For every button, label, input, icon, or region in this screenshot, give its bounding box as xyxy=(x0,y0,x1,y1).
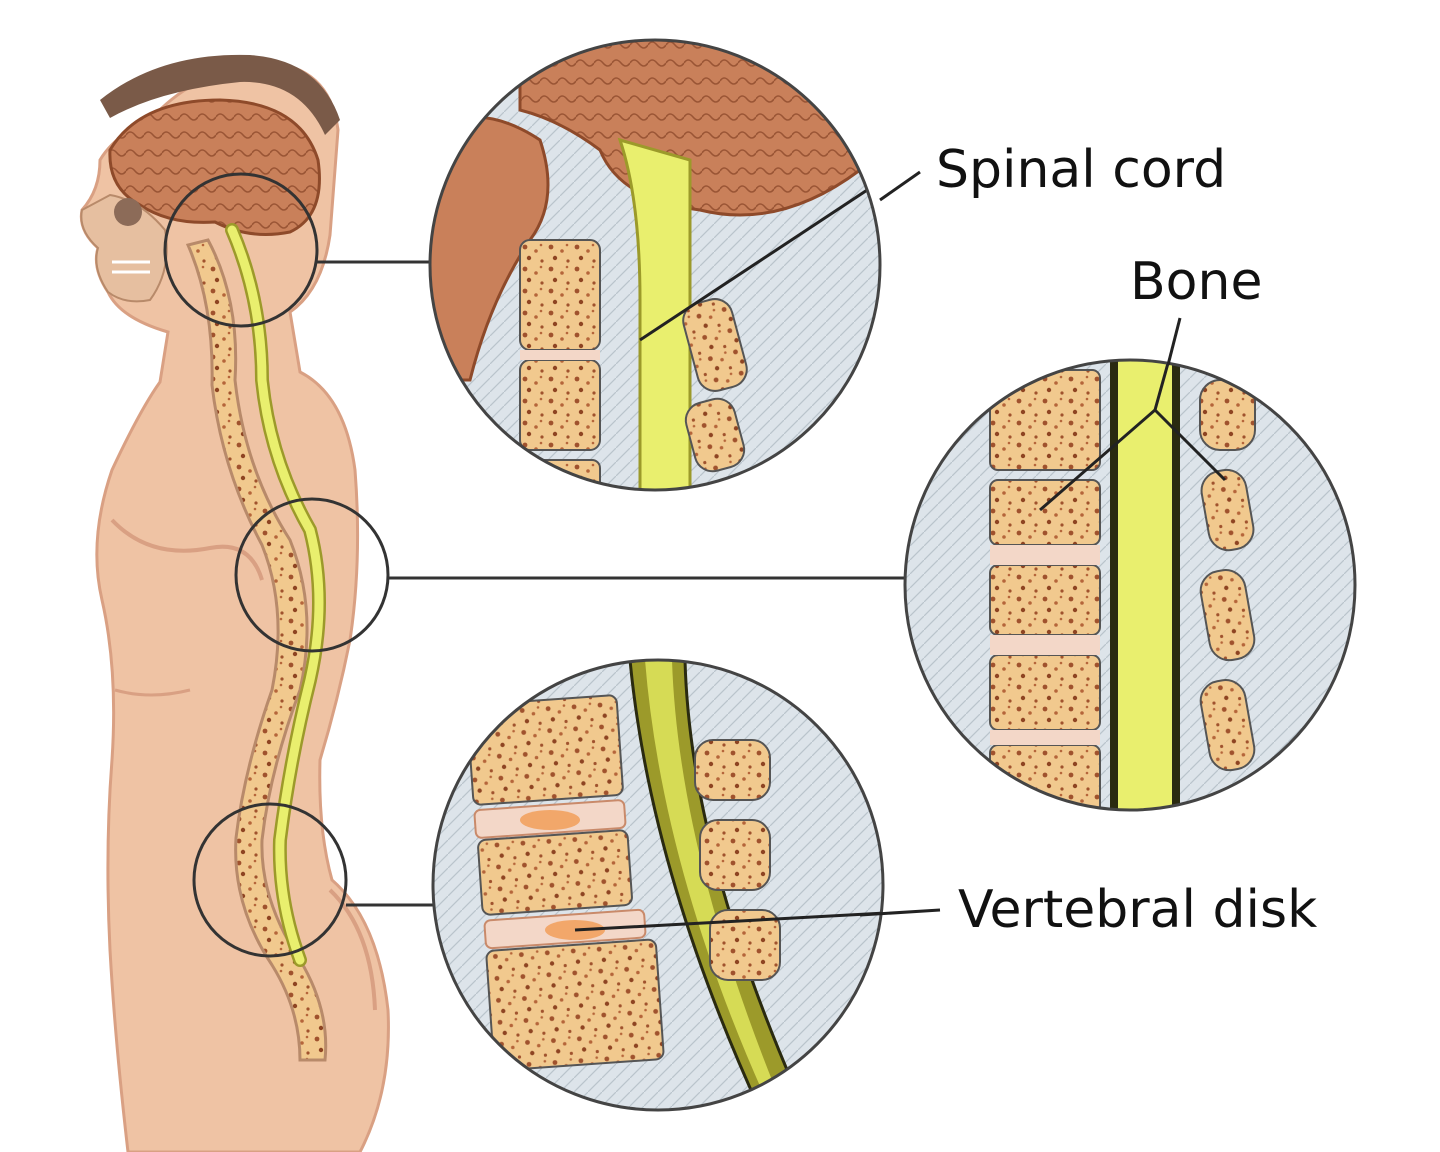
brain-shape xyxy=(108,98,321,236)
body-silhouette xyxy=(79,60,390,1152)
thoracic-detail-circle xyxy=(903,358,1357,812)
lumbar-locator-circle xyxy=(192,802,348,958)
spinal-cord-label: Spinal cord xyxy=(936,140,1227,200)
lumbar-detail-circle xyxy=(431,658,885,1112)
bone-label: Bone xyxy=(1130,252,1263,312)
thoracic-locator-circle xyxy=(234,497,390,653)
neck-locator-circle xyxy=(163,172,319,328)
human-body-side-view xyxy=(79,54,390,1152)
vertebral-disk-label: Vertebral disk xyxy=(958,880,1318,940)
cervical-detail-circle xyxy=(428,38,882,492)
